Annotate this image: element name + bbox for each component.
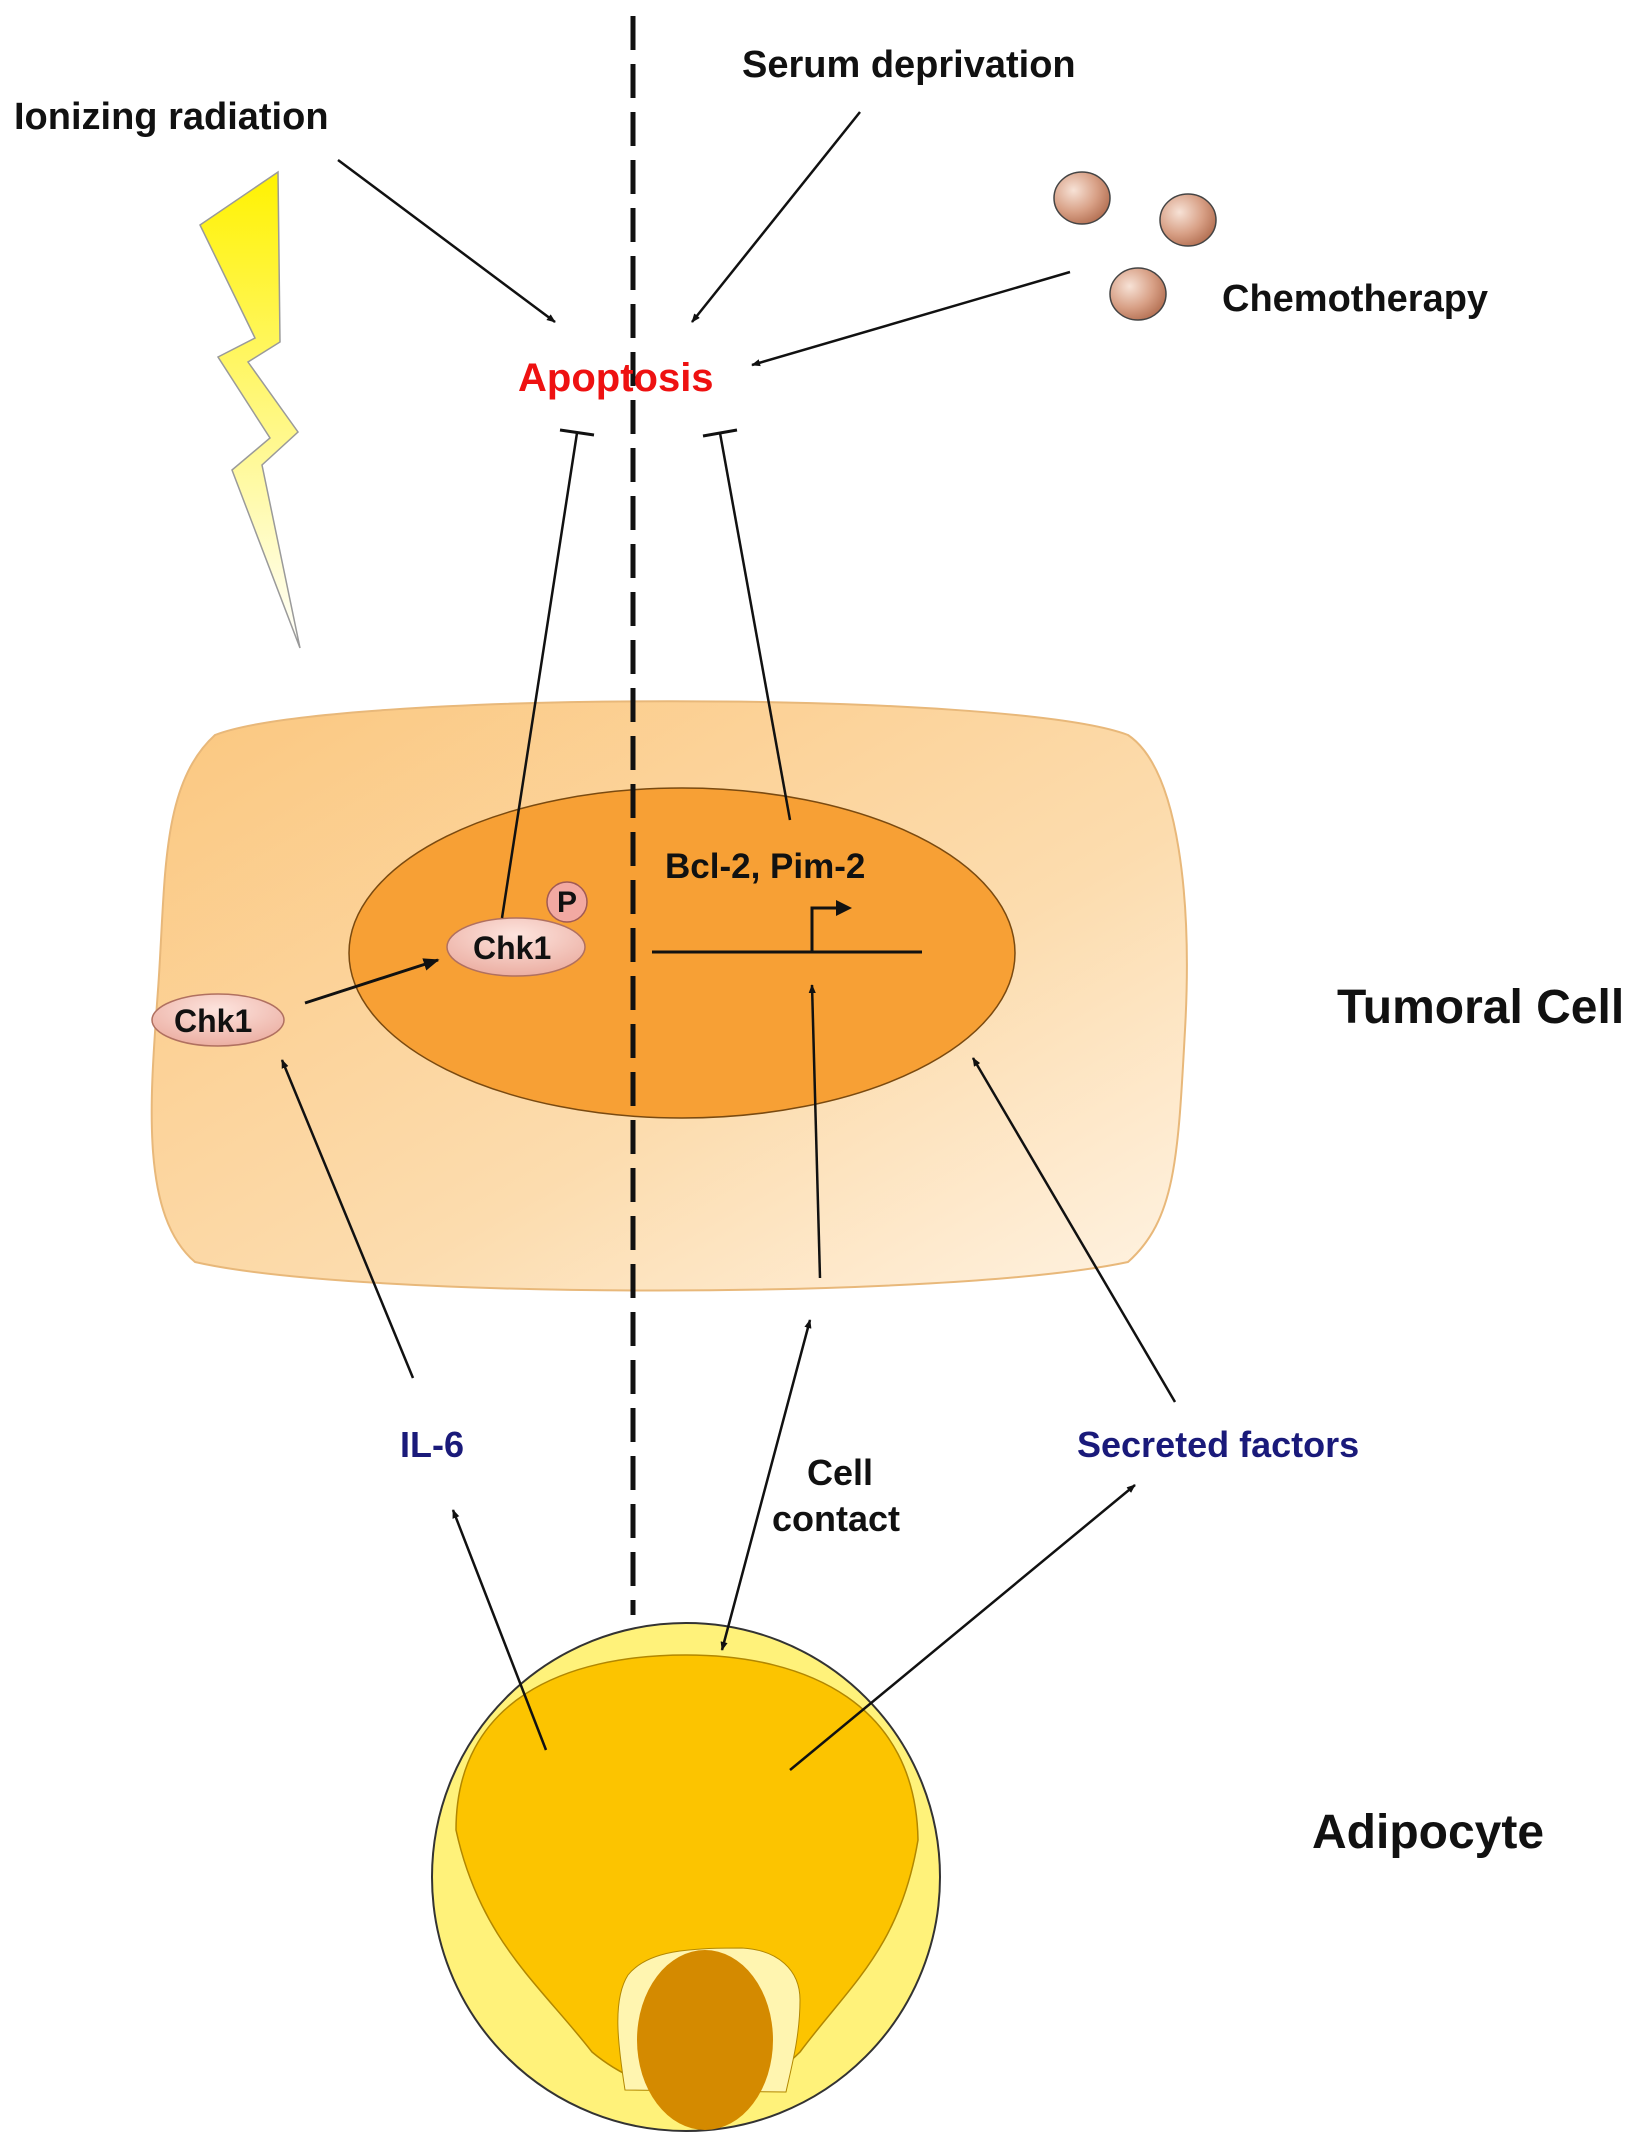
inhibit-bar-right xyxy=(702,428,738,438)
chemo-pill-icon xyxy=(1053,171,1111,225)
arrow-serum-to-apoptosis xyxy=(691,111,861,323)
chk1-cytoplasm-shape xyxy=(151,993,285,1047)
arrow-contact-to-gene xyxy=(808,984,822,1279)
chemo-pill-icon xyxy=(1159,193,1217,247)
arrow-secreted-to-nucleus xyxy=(971,1057,1177,1403)
chemotherapy-label: Chemotherapy xyxy=(1222,278,1489,320)
tumoral-cell-label: Tumoral Cell xyxy=(1337,981,1625,1034)
inhibit-bar-left xyxy=(559,428,595,437)
phospho-circle xyxy=(546,881,588,923)
chemo-pill-icon xyxy=(1109,267,1167,321)
il6-label: IL-6 xyxy=(400,1424,465,1465)
adipocyte-nucleus xyxy=(637,1950,773,2130)
serum-deprivation-label: Serum deprivation xyxy=(742,44,1076,86)
adipocyte-lipid-droplet xyxy=(455,1654,919,2093)
bcl2-pim2-label: Bcl-2, Pim-2 xyxy=(665,847,866,886)
inhibit-bcl2-to-apoptosis xyxy=(718,432,792,821)
apoptosis-label: Apoptosis xyxy=(518,356,714,400)
arrow-radiation-to-apoptosis xyxy=(337,158,556,324)
phospho-label: P xyxy=(557,886,578,919)
transcription-start-icon xyxy=(810,906,836,952)
arrow-cell-contact xyxy=(720,1319,812,1651)
cell-contact-label-line2: contact xyxy=(772,1498,901,1539)
cell-contact-label-line1: Cell xyxy=(807,1452,874,1493)
inhibit-chk1-to-apoptosis xyxy=(500,432,579,919)
chk1-cytoplasm-label: Chk1 xyxy=(174,1003,253,1039)
lightning-bolt-icon xyxy=(199,170,301,649)
secreted-factors-label: Secreted factors xyxy=(1077,1424,1360,1465)
chk1-nucleus-shape xyxy=(446,917,586,977)
arrow-chemo-to-apoptosis xyxy=(751,270,1071,367)
arrow-adipocyte-to-secreted xyxy=(789,1484,1136,1771)
arrow-adipocyte-to-il6 xyxy=(451,1509,548,1751)
ionizing-radiation-label: Ionizing radiation xyxy=(14,96,329,138)
transcription-arrowhead-icon xyxy=(836,900,852,916)
arrow-chk1-translocation xyxy=(304,958,440,1005)
chk1-nucleus-label: Chk1 xyxy=(473,930,552,966)
adipocyte-label: Adipocyte xyxy=(1312,1806,1545,1859)
arrow-il6-to-chk1 xyxy=(280,1059,415,1379)
